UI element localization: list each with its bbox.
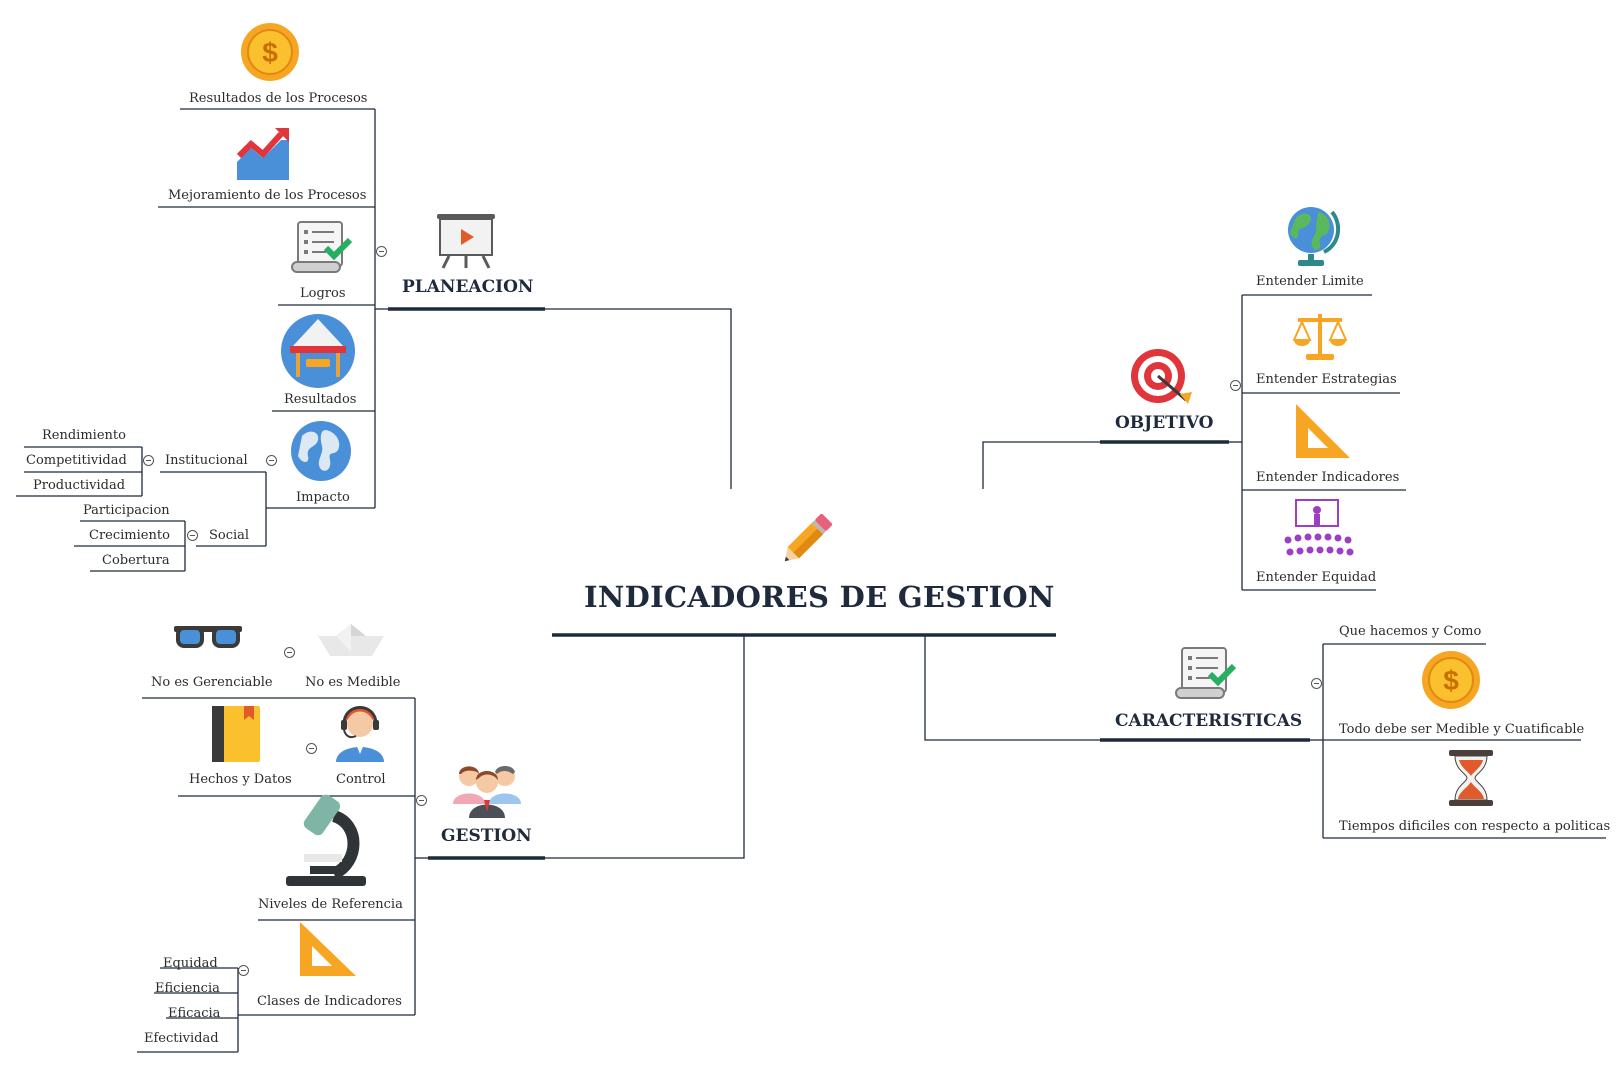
collapse-toggle-institucional[interactable] bbox=[143, 455, 154, 466]
node-hechos-datos[interactable]: Hechos y Datos bbox=[189, 772, 292, 787]
operator-headset-icon bbox=[336, 706, 384, 762]
collapse-toggle-gestion[interactable] bbox=[416, 795, 427, 806]
growth-chart-icon bbox=[236, 128, 289, 180]
node-tiempos-dificiles[interactable]: Tiempos dificiles con respecto a politic… bbox=[1339, 819, 1611, 834]
target-icon bbox=[1131, 349, 1192, 404]
pencil-icon bbox=[784, 513, 833, 562]
node-eficacia[interactable]: Eficacia bbox=[168, 1006, 221, 1021]
globe-icon bbox=[291, 421, 351, 481]
node-niveles-referencia[interactable]: Niveles de Referencia bbox=[258, 897, 403, 912]
node-clases-indicadores[interactable]: Clases de Indicadores bbox=[257, 994, 402, 1009]
node-institucional[interactable]: Institucional bbox=[165, 453, 248, 468]
node-no-medible[interactable]: No es Medible bbox=[305, 675, 401, 690]
presentation-board-icon bbox=[437, 214, 495, 269]
collapse-toggle-objetivo[interactable] bbox=[1230, 380, 1241, 391]
node-no-gerenciable[interactable]: No es Gerenciable bbox=[151, 675, 273, 690]
node-equidad[interactable]: Equidad bbox=[163, 956, 218, 971]
node-todo-medible[interactable]: Todo debe ser Medible y Cuatificable bbox=[1339, 722, 1585, 737]
collapse-toggle-gerenciable[interactable] bbox=[284, 647, 295, 658]
glasses-icon bbox=[174, 626, 242, 648]
node-crecimiento[interactable]: Crecimiento bbox=[89, 528, 170, 543]
node-efectividad[interactable]: Efectividad bbox=[144, 1031, 219, 1046]
branch-gestion[interactable]: GESTION bbox=[441, 826, 532, 846]
node-entender-limite[interactable]: Entender Limite bbox=[1256, 274, 1364, 289]
checklist-icon bbox=[1175, 647, 1237, 699]
node-cobertura[interactable]: Cobertura bbox=[102, 553, 170, 568]
balance-scale-icon bbox=[1292, 314, 1348, 360]
node-productividad[interactable]: Productividad bbox=[33, 478, 126, 493]
node-resultados[interactable]: Resultados bbox=[284, 392, 357, 407]
branch-planeacion[interactable]: PLANEACION bbox=[402, 277, 534, 297]
node-impacto[interactable]: Impacto bbox=[296, 490, 350, 505]
node-logros[interactable]: Logros bbox=[300, 286, 346, 301]
node-entender-estrategias[interactable]: Entender Estrategias bbox=[1256, 372, 1397, 387]
node-control[interactable]: Control bbox=[336, 772, 386, 787]
set-square-icon bbox=[300, 922, 356, 976]
node-entender-indicadores[interactable]: Entender Indicadores bbox=[1256, 470, 1400, 485]
dollar-coin-icon: $ bbox=[241, 23, 299, 81]
dollar-coin-icon: $ bbox=[1422, 651, 1480, 709]
node-competitividad[interactable]: Competitividad bbox=[26, 453, 127, 468]
collapse-toggle-caracteristicas[interactable] bbox=[1311, 678, 1322, 689]
collapse-toggle-impacto[interactable] bbox=[266, 455, 277, 466]
collapse-toggle-social[interactable] bbox=[187, 530, 198, 541]
node-entender-equidad[interactable]: Entender Equidad bbox=[1256, 570, 1377, 585]
node-eficiencia[interactable]: Eficiencia bbox=[155, 981, 220, 996]
audience-presentation-icon bbox=[1284, 499, 1354, 556]
svg-text:$: $ bbox=[1443, 665, 1459, 696]
collapse-toggle-planeacion[interactable] bbox=[376, 246, 387, 257]
node-resultados-procesos[interactable]: Resultados de los Procesos bbox=[189, 91, 368, 106]
node-que-hacemos[interactable]: Que hacemos y Como bbox=[1339, 624, 1482, 639]
earth-globe-icon bbox=[1288, 207, 1341, 266]
checklist-scroll-icon bbox=[291, 221, 353, 273]
node-mejoramiento-procesos[interactable]: Mejoramiento de los Procesos bbox=[168, 188, 367, 203]
branch-objetivo[interactable]: OBJETIVO bbox=[1115, 413, 1214, 433]
collapse-toggle-clases[interactable] bbox=[238, 965, 249, 976]
team-people-icon bbox=[453, 766, 521, 818]
microscope-icon bbox=[286, 794, 366, 886]
central-topic-title[interactable]: INDICADORES DE GESTION bbox=[584, 580, 1055, 614]
hourglass-icon bbox=[1449, 750, 1493, 806]
node-participacion[interactable]: Participacion bbox=[83, 503, 170, 518]
collapse-toggle-control[interactable] bbox=[306, 743, 317, 754]
svg-text:$: $ bbox=[262, 37, 278, 68]
book-icon bbox=[212, 706, 260, 762]
branch-caracteristicas[interactable]: CARACTERISTICAS bbox=[1115, 711, 1303, 731]
paper-boat-icon bbox=[318, 624, 384, 656]
node-social[interactable]: Social bbox=[209, 528, 250, 543]
tent-icon bbox=[281, 314, 355, 388]
triangle-ruler-icon bbox=[1296, 404, 1350, 458]
node-rendimiento[interactable]: Rendimiento bbox=[42, 428, 126, 443]
